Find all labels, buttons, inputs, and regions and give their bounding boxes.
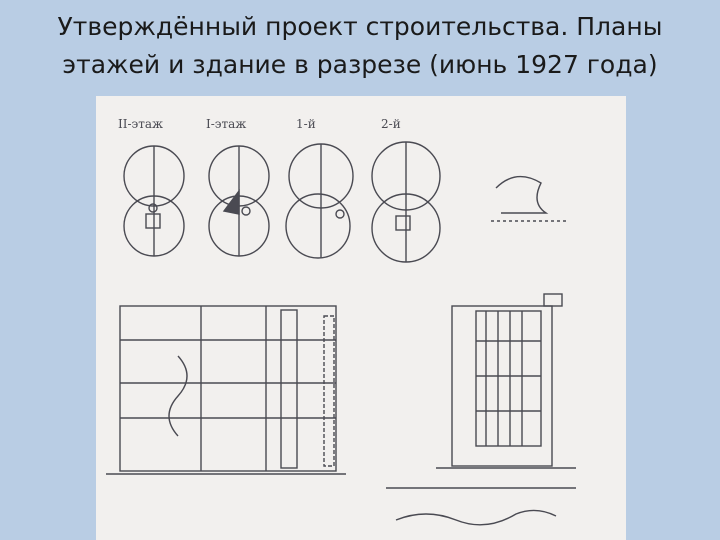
slide-title: Утверждённый проект строительства. Планы… (0, 8, 720, 84)
building-facade (436, 293, 576, 469)
floor-plan-3 (285, 143, 354, 259)
slide-title-line-1: Утверждённый проект строительства. Планы (57, 12, 663, 41)
architectural-drawing: II-этаж I-этаж 1-й 2-й (96, 96, 626, 540)
plan-label-4: 2-й (381, 117, 401, 131)
floor-plan-1 (123, 145, 185, 257)
slide-title-line-2: этажей и здание в разрезе (июнь 1927 год… (62, 50, 658, 79)
plan-label-2: I-этаж (206, 117, 246, 131)
plan-label-3: 1-й (296, 117, 316, 131)
plan-label-1: II-этаж (118, 117, 163, 131)
floor-plan-2 (208, 145, 270, 257)
floor-plan-4 (371, 141, 441, 263)
building-section (106, 305, 346, 475)
drawing-sketch: II-этаж I-этаж 1-й 2-й (106, 117, 576, 526)
